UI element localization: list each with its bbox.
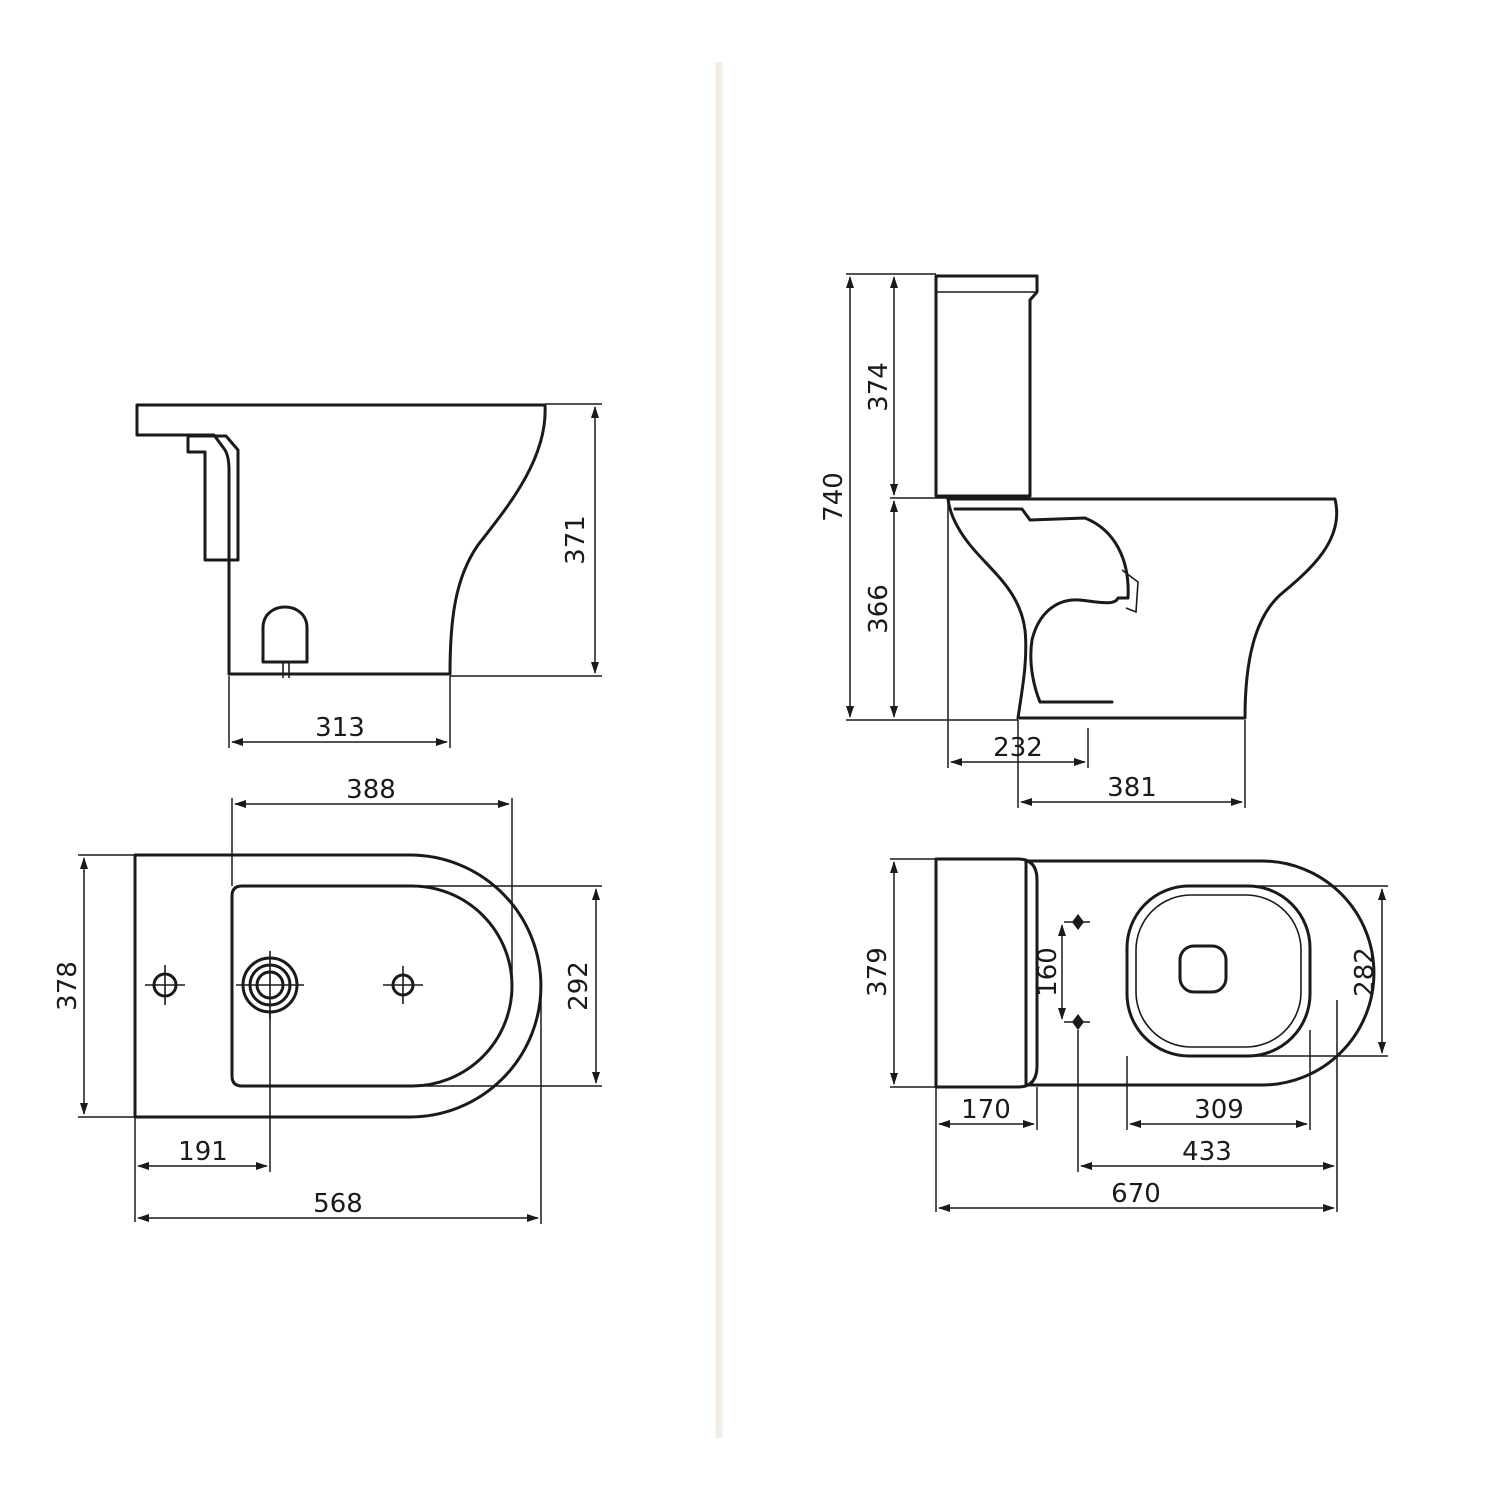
toilet-top-seat-inner (1135, 894, 1302, 1048)
dim-label-371: 371 (561, 515, 591, 565)
bidet-side-outline (135, 403, 547, 676)
bidet-side-inner-recess (186, 434, 240, 562)
dim-label-191: 191 (178, 1137, 228, 1167)
dim-label-160: 160 (1033, 947, 1063, 997)
dim-label-378: 378 (53, 961, 83, 1011)
dim-label-309: 309 (1194, 1095, 1244, 1125)
toilet-top-cistern (934, 857, 1039, 1089)
bidet-top-view: 388 378 292 191 568 (53, 775, 602, 1224)
bidet-top-bowl (230, 884, 514, 1088)
toilet-pan-outlet (1121, 569, 1139, 614)
dim-label-388: 388 (346, 775, 396, 805)
dim-label-282: 282 (1350, 947, 1380, 997)
toilet-fixing-mark-top (1064, 914, 1090, 930)
toilet-top-outline (1024, 859, 1376, 1087)
dim-label-374: 374 (864, 362, 894, 412)
dim-label-433: 433 (1182, 1137, 1232, 1167)
toilet-top-seat (1125, 884, 1312, 1058)
dim-label-381: 381 (1107, 773, 1157, 803)
toilet-pan-trapway (953, 507, 1130, 704)
toilet-pan-outline (946, 497, 1339, 720)
bidet-tap-hole-left (145, 965, 185, 1005)
dim-label-670: 670 (1111, 1179, 1161, 1209)
toilet-side-view: 740 374 366 232 381 (819, 273, 1339, 808)
toilet-top-view: 160 379 282 170 309 433 670 (863, 857, 1388, 1212)
toilet-fixing-mark-bottom (1064, 1014, 1090, 1030)
dim-label-379: 379 (863, 947, 893, 997)
dim-label-740: 740 (819, 472, 849, 522)
dim-label-568: 568 (313, 1189, 363, 1219)
bidet-side-view: 371 313 (135, 403, 602, 748)
bidet-top-outline (133, 853, 543, 1119)
bidet-tap-hole-right (383, 966, 423, 1004)
bidet-side-waste-opening (261, 605, 309, 664)
bidet-drain-hole (236, 951, 304, 1019)
dim-label-292: 292 (564, 961, 594, 1011)
dim-label-313: 313 (315, 713, 365, 743)
dim-label-170: 170 (961, 1095, 1011, 1125)
dim-label-366: 366 (864, 584, 894, 634)
toilet-cistern (934, 274, 1039, 498)
toilet-top-drain (1178, 944, 1228, 994)
